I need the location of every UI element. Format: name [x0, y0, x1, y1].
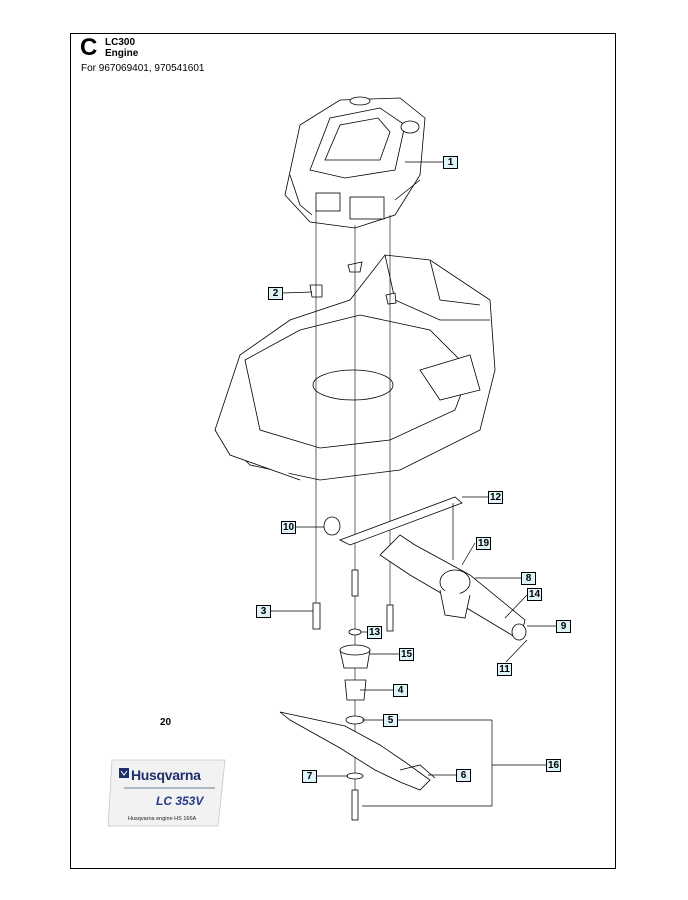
callout-5[interactable]: 5 — [383, 714, 398, 727]
model-name: LC300 — [105, 37, 136, 48]
callout-9[interactable]: 9 — [556, 620, 571, 633]
husqvarna-crown-icon — [119, 768, 129, 778]
blade-part — [279, 711, 431, 791]
gearbox-part — [379, 534, 527, 641]
callout-3[interactable]: 3 — [256, 605, 271, 618]
belt-part — [338, 496, 463, 546]
page-frame — [70, 33, 616, 869]
callout-10[interactable]: 10 — [281, 521, 296, 534]
roller-part — [323, 516, 341, 536]
item-20-label: 20 — [160, 717, 172, 728]
bolt-part — [386, 604, 394, 632]
washer-part — [345, 715, 365, 725]
callout-14[interactable]: 14 — [527, 588, 542, 601]
bolt-part — [312, 602, 321, 630]
section-letter: C — [80, 34, 98, 61]
decal-shape — [107, 759, 226, 827]
washer-part — [346, 772, 364, 780]
page-title: Engine — [105, 48, 139, 59]
callout-11[interactable]: 11 — [497, 663, 512, 676]
hub-top — [339, 644, 371, 656]
callout-16[interactable]: 16 — [546, 759, 561, 772]
applies-to: For 967069401, 970541601 — [81, 63, 205, 74]
adapter-part — [344, 679, 367, 701]
decal-brand: Husqvarna — [131, 767, 201, 783]
callout-6[interactable]: 6 — [456, 769, 471, 782]
callout-2[interactable]: 2 — [268, 287, 283, 300]
callout-1[interactable]: 1 — [443, 156, 458, 169]
callout-8[interactable]: 8 — [521, 572, 536, 585]
callout-7[interactable]: 7 — [302, 770, 317, 783]
leader-lines — [270, 161, 556, 807]
engine-part — [284, 96, 426, 229]
decal-model: LC 353V — [156, 794, 204, 808]
bolt-part — [351, 569, 359, 597]
callout-19[interactable]: 19 — [476, 537, 491, 550]
callout-12[interactable]: 12 — [488, 491, 503, 504]
washer-part — [348, 628, 362, 636]
decal-note: Husqvarna engine HS 166A — [128, 816, 197, 822]
callout-15[interactable]: 15 — [399, 648, 414, 661]
callout-13[interactable]: 13 — [367, 626, 382, 639]
blade-bolt-part — [351, 789, 359, 821]
callout-4[interactable]: 4 — [393, 684, 408, 697]
